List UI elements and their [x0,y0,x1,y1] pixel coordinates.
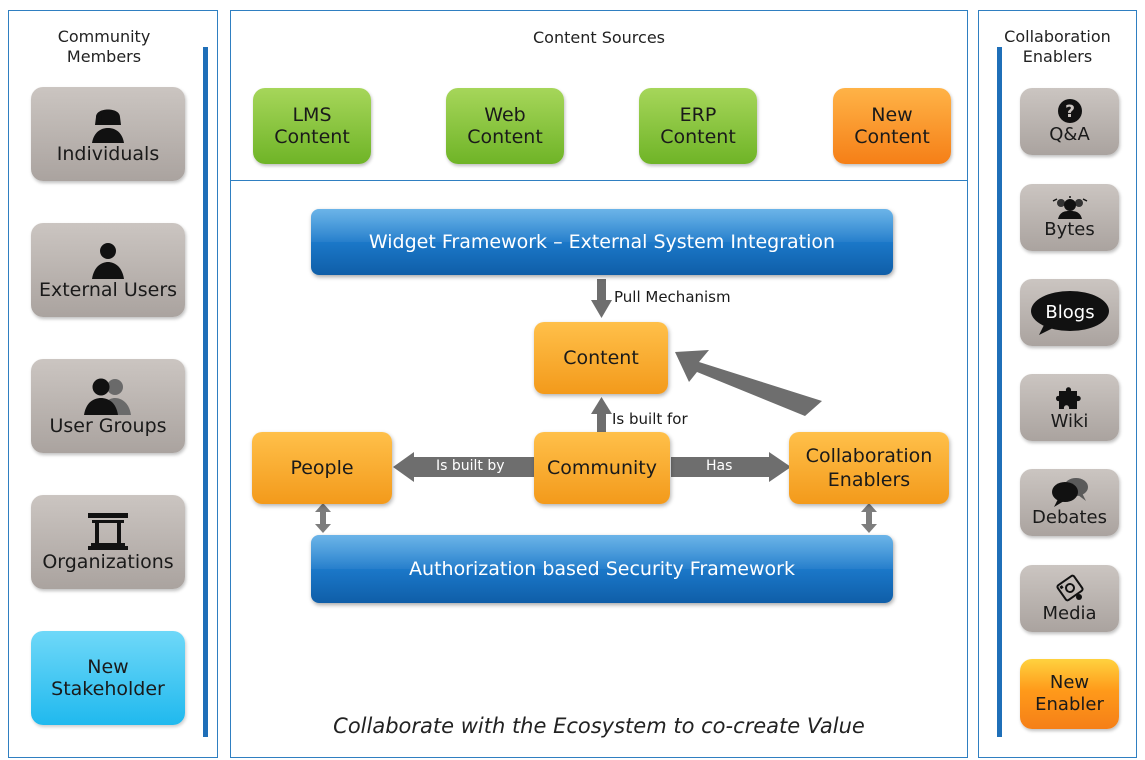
svg-text:?: ? [1065,102,1075,122]
enablers-security-arrow [861,503,877,533]
tile-label: External Users [38,279,178,301]
pull-mechanism-arrow [591,279,612,318]
organization-icon [88,513,128,550]
is-built-for-arrow [591,397,612,432]
node-collaboration-enablers[interactable]: Collaboration Enablers [789,432,949,504]
diagram-caption: Collaborate with the Ecosystem to co-cre… [333,714,865,738]
node-content[interactable]: Content [534,322,668,394]
tile-new-enabler[interactable]: New Enabler [1020,659,1119,729]
individual-icon [92,109,124,143]
content-sources-title: Content Sources [532,28,665,47]
question-icon: ? [1057,98,1082,123]
node-community[interactable]: Community [534,432,670,504]
community-members-bar [203,47,208,737]
tile-organizations[interactable]: Organizations [31,495,185,589]
blogs-speech-bubble-icon: Blogs [1030,290,1109,335]
tile-debates[interactable]: Debates [1020,469,1119,536]
widget-framework-bar: Widget Framework – External System Integ… [311,209,893,275]
is-built-by-arrow [393,452,534,482]
bytes-icon [1052,195,1087,219]
tile-external-users[interactable]: External Users [31,223,185,317]
content-sources-panel: Content Sources LMS Content Web Content … [230,10,968,181]
has-label: Has [706,458,733,474]
tile-new-content[interactable]: New Content [833,88,951,164]
community-members-title: Community Members [57,27,151,66]
tile-label: Stakeholder [51,678,165,700]
tile-media[interactable]: Media [1020,565,1119,632]
blogs-label: Blogs [1045,302,1094,323]
collaboration-enablers-bar [997,47,1002,737]
pull-mechanism-label: Pull Mechanism [614,288,731,306]
node-people[interactable]: People [252,432,392,504]
puzzle-icon [1055,386,1081,409]
tile-lms-content[interactable]: LMS Content [253,88,371,164]
external-user-icon [92,243,124,279]
collaboration-enablers-panel: Collaboration Enablers ? Q&A Bytes Blogs [978,10,1137,758]
tile-label: New [87,656,129,678]
people-security-arrow [315,503,331,533]
community-members-panel: Community Members Individuals External U… [8,10,218,758]
is-built-for-label: Is built for [612,410,688,428]
tile-erp-content[interactable]: ERP Content [639,88,757,164]
debate-bubbles-icon [1051,477,1088,507]
collaboration-enablers-title: Collaboration Enablers [1004,27,1111,66]
tile-label: User Groups [49,415,167,437]
is-built-by-label: Is built by [436,458,505,474]
tile-individuals[interactable]: Individuals [31,87,185,181]
media-icon [1055,574,1084,601]
tile-wiki[interactable]: Wiki [1020,374,1119,441]
tile-qa[interactable]: ? Q&A [1020,88,1119,155]
tile-label: Individuals [56,143,160,165]
tile-user-groups[interactable]: User Groups [31,359,185,453]
enrich-arrow [675,350,822,416]
tile-bytes[interactable]: Bytes [1020,184,1119,251]
tile-new-stakeholder[interactable]: New Stakeholder [31,631,185,725]
tile-blogs[interactable]: Blogs [1020,279,1119,346]
security-framework-bar: Authorization based Security Framework [311,535,893,603]
has-arrow [671,452,791,482]
tile-label: Organizations [42,551,174,573]
tile-web-content[interactable]: Web Content [446,88,564,164]
user-groups-icon [84,378,131,415]
